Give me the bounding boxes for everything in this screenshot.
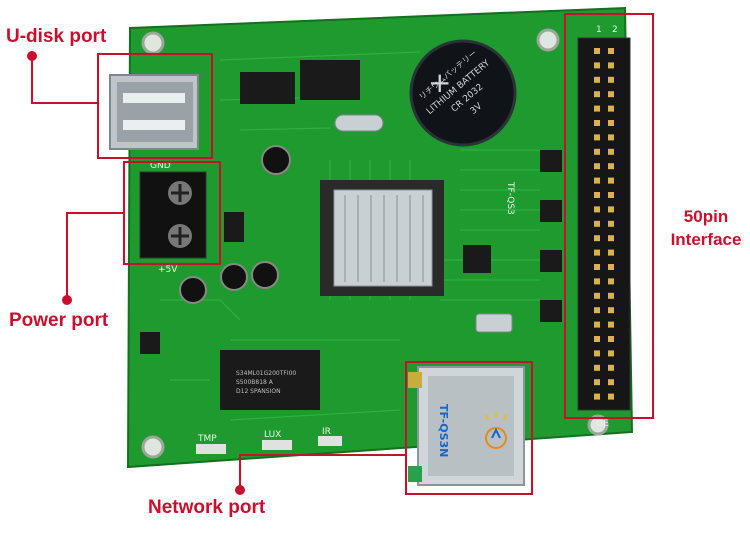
header-pin [608,235,614,242]
udisk-port-callout: U-disk port [6,26,107,47]
header-pin [594,264,600,270]
header-pin [594,105,600,112]
header-pin [594,177,600,184]
network-box [405,361,533,495]
header-pin [608,48,614,54]
capacitors [179,145,291,304]
header-pin [594,292,600,299]
header-pin [594,307,600,314]
power-terminal: GND +5V [139,161,207,275]
header-pin [594,206,600,213]
sensor-headers: TMP LUX IR [196,427,342,454]
pins-box [564,13,654,419]
header-pin [608,364,614,371]
mounting-holes [141,28,609,459]
header-pin [594,364,600,371]
header-pin [608,336,614,342]
cpu-heatsink [320,180,444,296]
udisk-box [97,53,213,159]
flash-chip-text-1: S34ML01G200TFI00 [236,370,296,377]
coin-battery: + リチウムバッテリー LITHIUM BATTERY CR 2032 3V [409,39,517,147]
header-pin [594,336,600,342]
header-pin [594,350,600,357]
svg-text:+: + [428,66,451,99]
small-chips [140,60,562,354]
plus5v-silkscreen: +5V [158,265,178,275]
header-pin [594,192,600,198]
header-pin [608,76,614,83]
header-pin [594,379,600,386]
interface-callout-line2: Interface [670,230,742,249]
header-pin [608,148,614,155]
header-pin [594,62,600,69]
flash-chip-text-3: D12 SPANSION [236,388,281,395]
flash-chip: S34ML01G200TFI00 S500B818 A D12 SPANSION [220,350,320,410]
header-pin [608,249,614,256]
header-pin [608,307,614,314]
gnd-silkscreen: GND [150,161,171,171]
header-pin [608,264,614,270]
pin1-silkscreen: 1 [596,25,602,35]
header-pin [594,321,600,328]
header-pin [594,91,600,98]
header-pin [608,393,614,400]
header-pin [594,235,600,242]
ethernet-port: TF-QS3N [408,366,525,486]
header-pin [608,379,614,386]
network-port-callout: Network port [148,497,266,518]
header-pin [608,105,614,112]
callout-leaders [27,51,406,495]
header-pin [594,220,600,227]
header-pin [608,192,614,198]
tmp-silkscreen: TMP [197,434,217,444]
crystals [334,114,513,333]
header-pin [594,393,600,400]
lux-silkscreen: LUX [264,430,281,440]
pin-header-50: 1 2 OE [577,25,631,429]
header-pin [608,292,614,299]
interface-callout-line1: 50pin [683,207,729,226]
oe-silkscreen: OE [596,419,609,429]
header-pin [608,120,614,126]
ir-silkscreen: IR [322,427,331,437]
header-pin [594,278,600,285]
header-pin [594,148,600,155]
header-pin [594,48,600,54]
header-pin [608,278,614,285]
header-pin [608,134,614,141]
header-pin [594,76,600,83]
usb-port [109,74,199,150]
header-pin [608,321,614,328]
header-pin [594,249,600,256]
header-pin [594,163,600,170]
header-pin [608,220,614,227]
header-pin [608,177,614,184]
flash-chip-text-2: S500B818 A [236,379,274,386]
header-pin [594,134,600,141]
board-code-silkscreen: TF-QS3 [505,181,515,215]
header-pin [608,91,614,98]
header-pin [608,62,614,69]
interface-callout: 50pin Interface [660,205,750,251]
pin2-silkscreen: 2 [612,25,618,35]
header-pin [594,120,600,126]
power-port-callout: Power port [9,310,109,331]
header-pin [608,206,614,213]
header-pin [608,163,614,170]
model-label: TF-QS3N [437,404,450,457]
header-pin [608,350,614,357]
